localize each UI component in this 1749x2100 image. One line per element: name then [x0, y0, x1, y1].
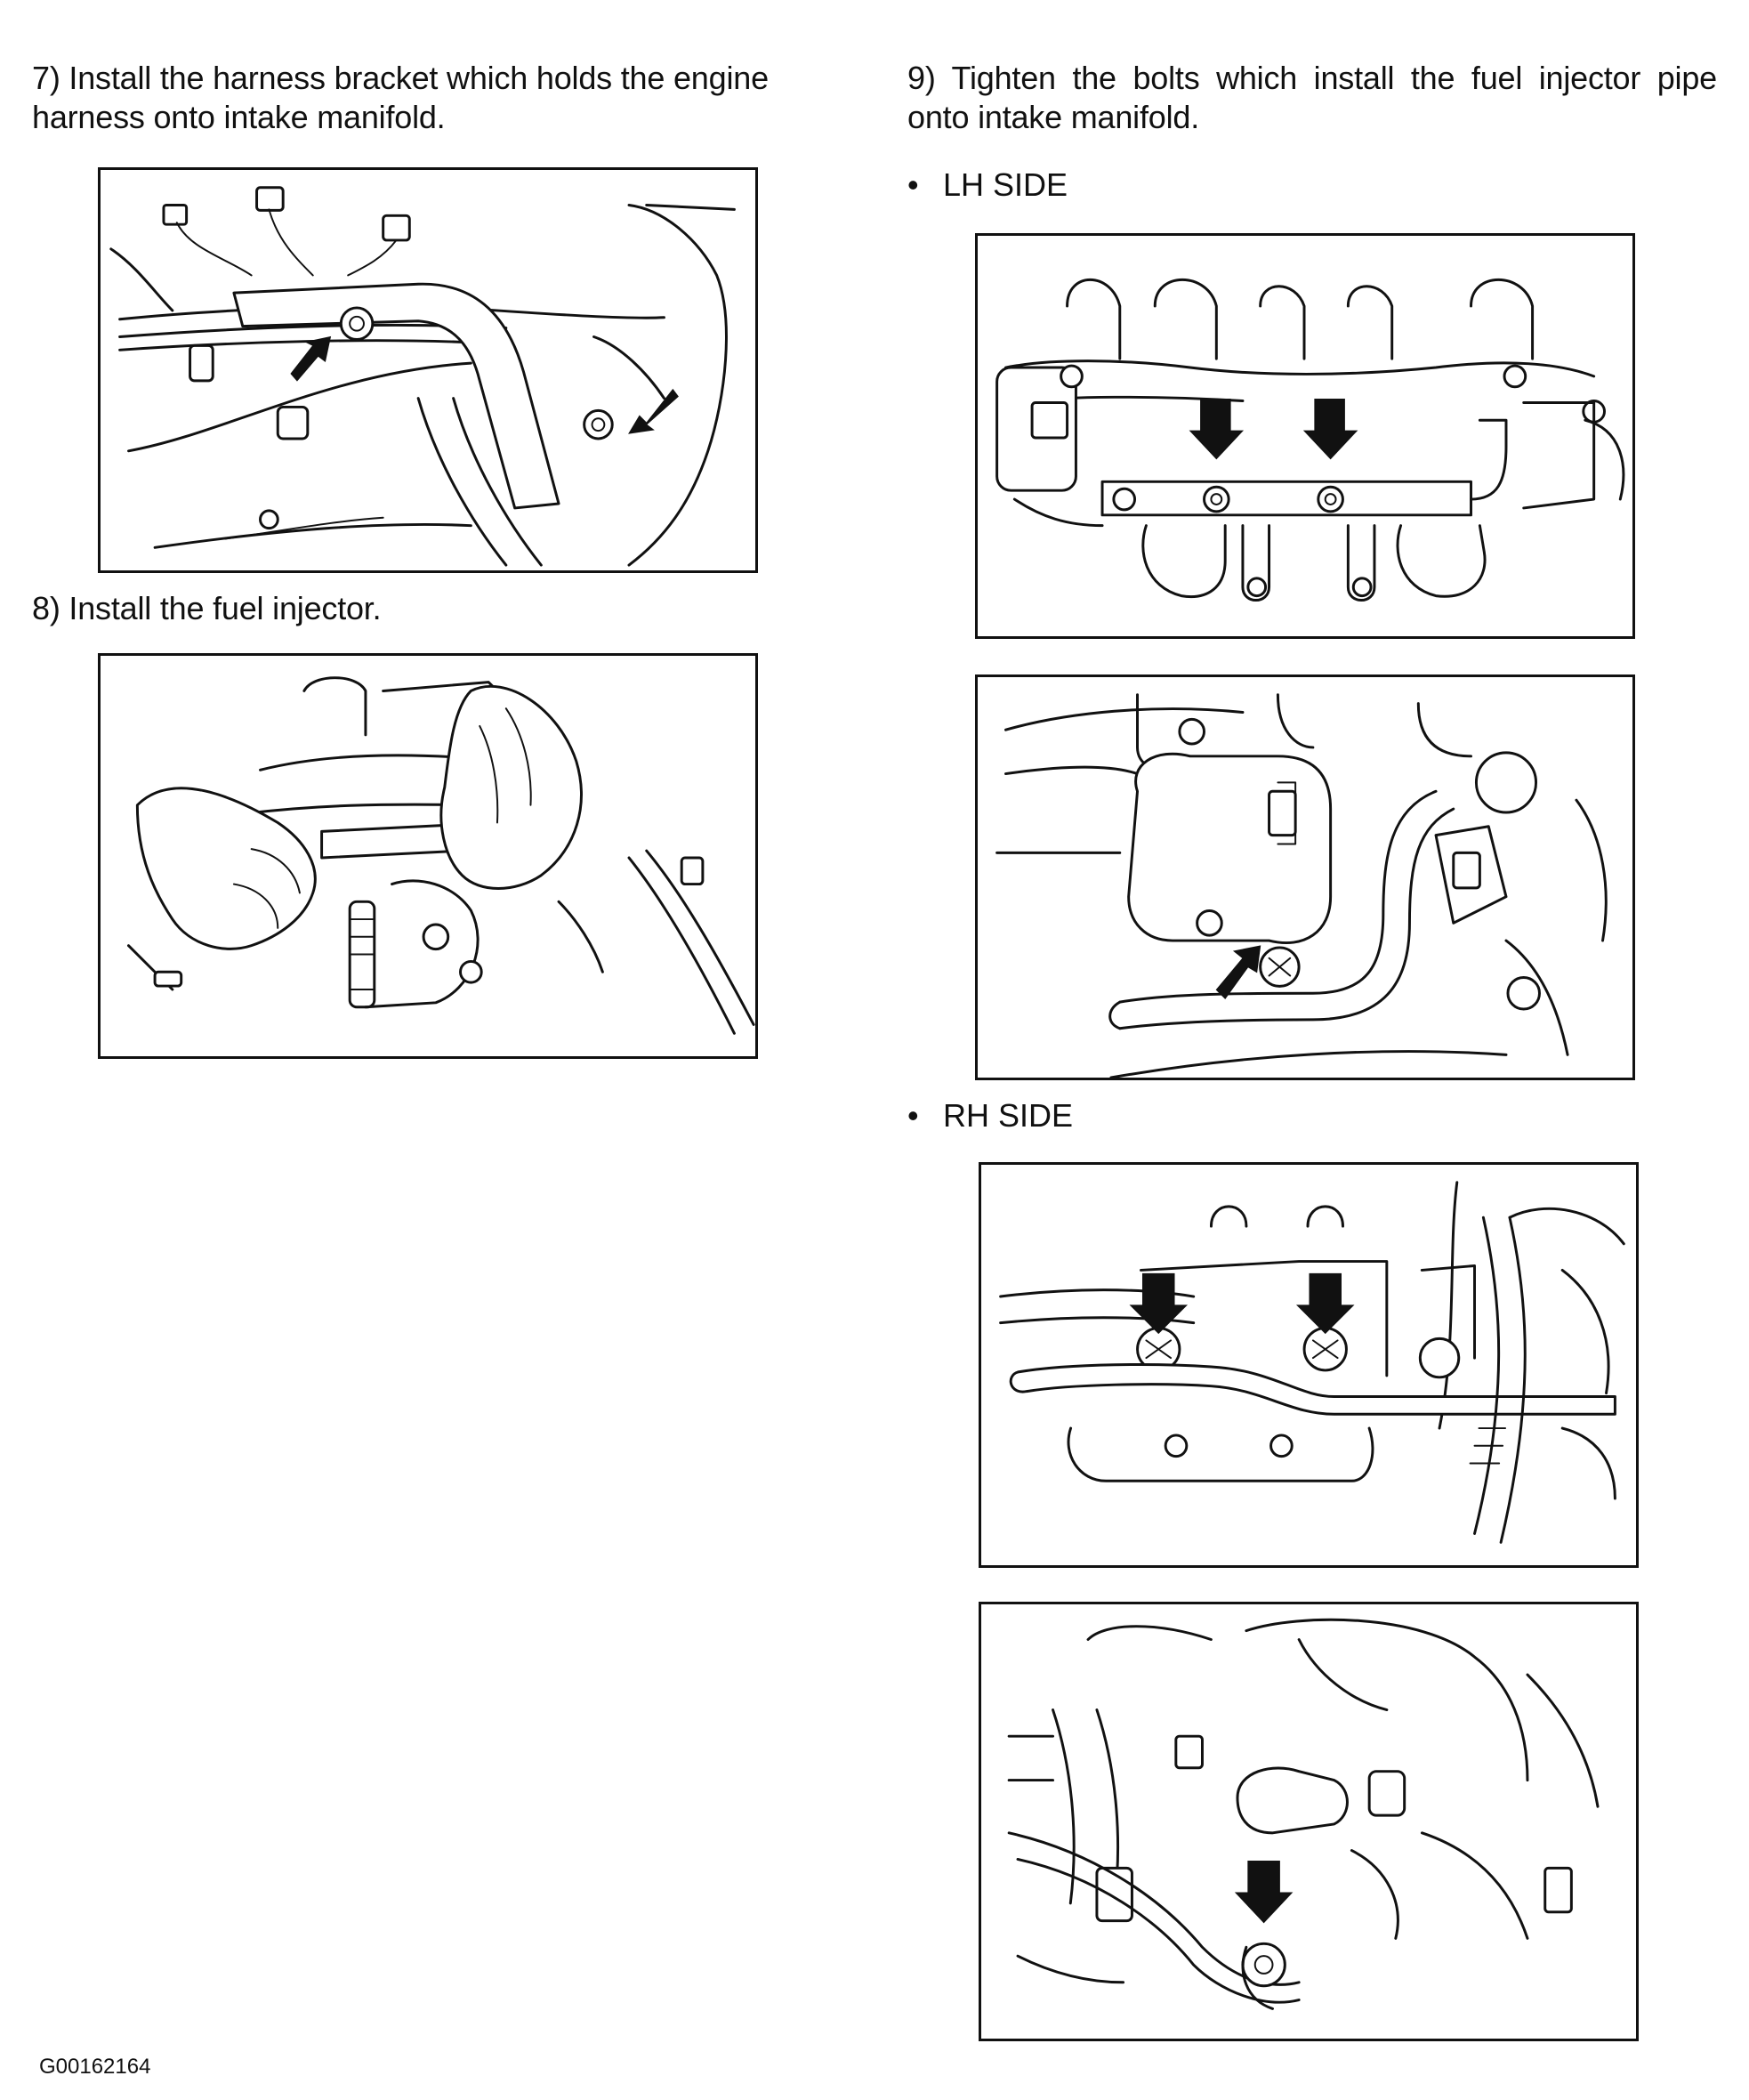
rh-side-label: • RH SIDE — [907, 1096, 1073, 1135]
arrow-icon — [1215, 945, 1261, 999]
bullet: • — [907, 166, 919, 203]
step-7-text: 7) Install the harness bracket which hol… — [32, 60, 769, 135]
lh-side-bottom-figure — [975, 674, 1635, 1080]
harness-bracket-illustration — [109, 186, 736, 567]
harness-bracket-figure — [98, 167, 758, 573]
arrow-icon — [1189, 399, 1245, 460]
arrow-icon — [290, 335, 332, 382]
arrow-icon — [1234, 1860, 1294, 1924]
rh-side-text: RH SIDE — [943, 1097, 1074, 1134]
document-id: G00162164 — [39, 2055, 151, 2079]
step-8-text: 8) Install the fuel injector. — [32, 590, 382, 626]
rh-injector-pipe-bolts-illustration — [999, 1181, 1625, 1544]
bullet: • — [907, 1097, 919, 1134]
lh-injector-pipe-bolts-illustration — [995, 278, 1625, 602]
lh-pipe-bracket-bolt-illustration — [995, 693, 1608, 1078]
rh-pipe-clamp-bolt-illustration — [1007, 1618, 1600, 2010]
fuel-injector-figure — [98, 653, 758, 1059]
arrow-icon — [1302, 399, 1358, 460]
lh-side-label: • LH SIDE — [907, 166, 1068, 205]
fuel-injector-install-illustration — [127, 676, 755, 1035]
arrow-icon — [1295, 1272, 1355, 1335]
rh-side-bottom-figure — [979, 1602, 1639, 2041]
lh-side-text: LH SIDE — [943, 166, 1068, 203]
arrow-icon — [628, 388, 679, 434]
step-9-text: 9) Tighten the bolts which install the f… — [907, 60, 1717, 135]
arrow-icon — [1129, 1272, 1189, 1335]
rh-side-top-figure — [979, 1162, 1639, 1568]
lh-side-top-figure — [975, 233, 1635, 639]
